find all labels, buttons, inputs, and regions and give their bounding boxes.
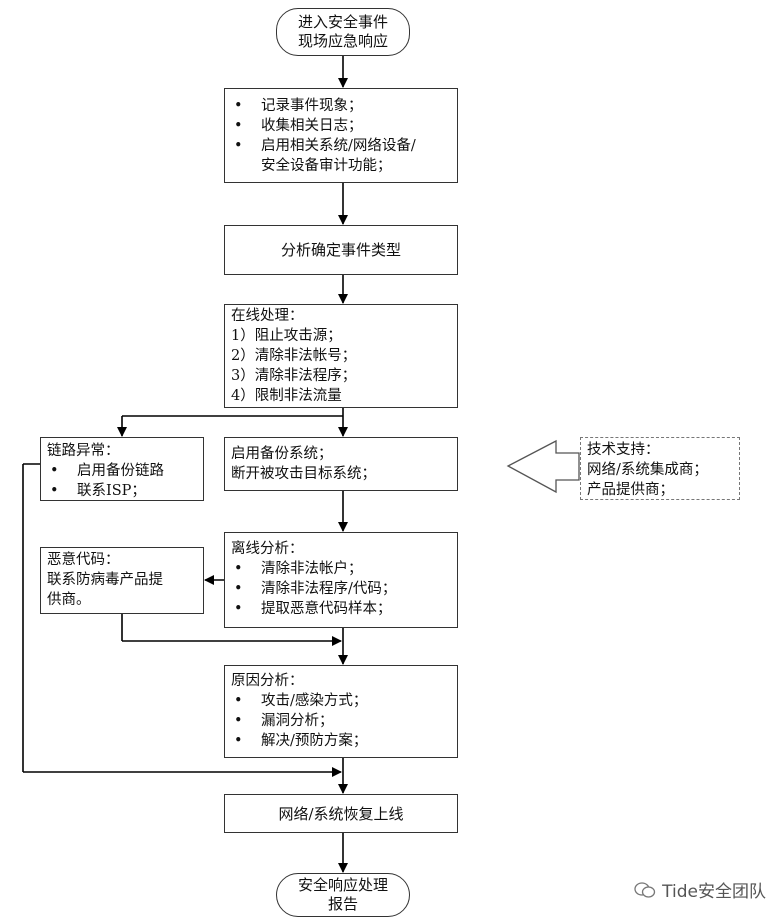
step-offline: 离线分析： 清除非法帐户； 清除非法程序/代码； 提取恶意代码样本； <box>224 532 458 628</box>
backup-line-2: 断开被攻击目标系统； <box>231 466 376 482</box>
support-line-2: 网络/系统集成商； <box>587 462 708 478</box>
malware-line-3: 供商。 <box>47 592 91 608</box>
step-record: 记录事件现象； 收集相关日志； 启用相关系统/网络设备/ 安全设备审计功能； <box>224 88 458 183</box>
step-link: 链路异常： 启用备份链路 联系ISP； <box>40 437 204 501</box>
step-malware: 恶意代码： 联系防病毒产品提 供商。 <box>40 547 204 614</box>
end-line-2: 报告 <box>327 895 358 913</box>
end-node: 安全响应处理 报告 <box>276 873 410 917</box>
support-hollow-arrow-icon <box>506 439 580 494</box>
record-item-3: 启用相关系统/网络设备/ <box>229 136 453 156</box>
record-item-3-cont: 安全设备审计功能； <box>261 158 392 174</box>
start-line-1: 进入安全事件 <box>297 13 388 31</box>
watermark-text: Tide安全团队 <box>662 882 766 902</box>
online-heading: 在线处理： <box>231 308 304 324</box>
restore-label: 网络/系统恢复上线 <box>278 804 404 823</box>
malware-line-2: 联系防病毒产品提 <box>47 572 163 588</box>
link-item-1: 启用备份链路 <box>45 461 199 481</box>
cause-item-1: 攻击/感染方式； <box>229 691 453 711</box>
cause-heading: 原因分析： <box>231 673 304 689</box>
end-line-1: 安全响应处理 <box>297 876 388 894</box>
cause-item-3: 解决/预防方案； <box>229 731 453 751</box>
offline-item-2: 清除非法程序/代码； <box>229 579 453 599</box>
step-restore: 网络/系统恢复上线 <box>224 794 458 833</box>
step-backup: 启用备份系统； 断开被攻击目标系统； <box>224 437 458 491</box>
support-line-1: 技术支持： <box>587 442 660 458</box>
wechat-icon <box>634 881 656 898</box>
step-classify: 分析确定事件类型 <box>224 225 458 275</box>
link-heading: 链路异常： <box>47 443 120 459</box>
malware-line-1: 恶意代码： <box>47 552 120 568</box>
step-cause: 原因分析： 攻击/感染方式； 漏洞分析； 解决/预防方案； <box>224 665 458 758</box>
support-line-3: 产品提供商； <box>587 482 674 498</box>
record-item-2: 收集相关日志； <box>229 116 453 136</box>
tech-support-box: 技术支持： 网络/系统集成商； 产品提供商； <box>580 437 740 500</box>
start-line-2: 现场应急响应 <box>297 32 388 50</box>
watermark: Tide安全团队 <box>634 877 766 902</box>
record-item-1: 记录事件现象； <box>229 96 453 116</box>
step-online: 在线处理： 1）阻止攻击源； 2）清除非法帐号； 3）清除非法程序； 4）限制非… <box>224 304 458 408</box>
online-item-2: 2）清除非法帐号； <box>231 348 357 364</box>
offline-item-3: 提取恶意代码样本； <box>229 599 453 619</box>
classify-label: 分析确定事件类型 <box>280 241 401 259</box>
online-item-4: 4）限制非法流量 <box>231 388 342 404</box>
offline-heading: 离线分析： <box>231 541 304 557</box>
online-item-1: 1）阻止攻击源； <box>231 328 342 344</box>
link-item-2: 联系ISP； <box>45 481 199 501</box>
backup-line-1: 启用备份系统； <box>231 446 333 462</box>
offline-item-1: 清除非法帐户； <box>229 559 453 579</box>
cause-item-2: 漏洞分析； <box>229 711 453 731</box>
start-node: 进入安全事件 现场应急响应 <box>276 8 410 56</box>
online-item-3: 3）清除非法程序； <box>231 368 357 384</box>
